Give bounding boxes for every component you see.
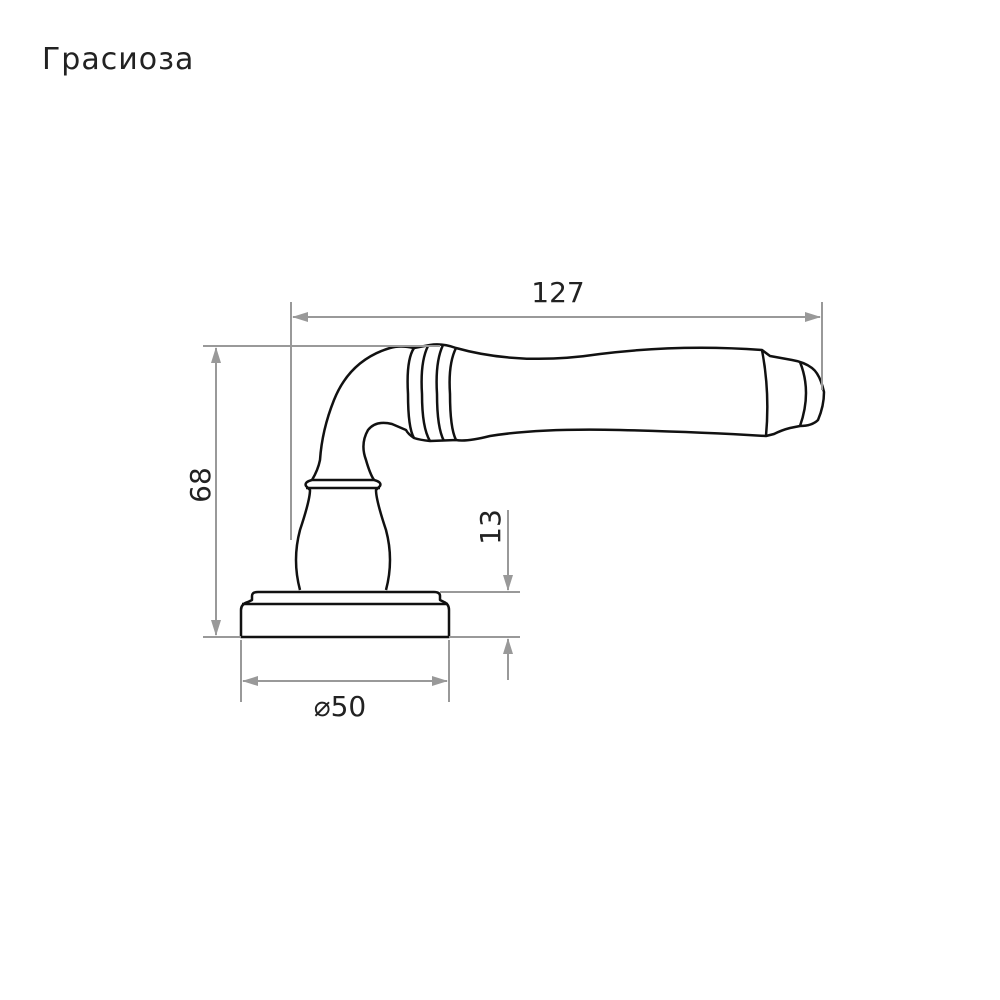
base-height-label: 13	[474, 509, 507, 545]
door-handle-outline	[239, 343, 826, 639]
handle-neck	[294, 478, 392, 591]
dimension-base-height: 13	[440, 509, 520, 680]
length-label: 127	[531, 276, 584, 309]
handle-lever	[310, 343, 826, 481]
rosette-base	[239, 590, 451, 639]
product-title: Грасиоза	[42, 42, 195, 77]
dimension-length: 127	[290, 276, 823, 540]
diameter-label: ⌀50	[314, 690, 367, 723]
dimension-diameter: ⌀50	[240, 640, 450, 723]
height-label: 68	[184, 467, 217, 503]
dimension-height: 68	[184, 345, 440, 638]
